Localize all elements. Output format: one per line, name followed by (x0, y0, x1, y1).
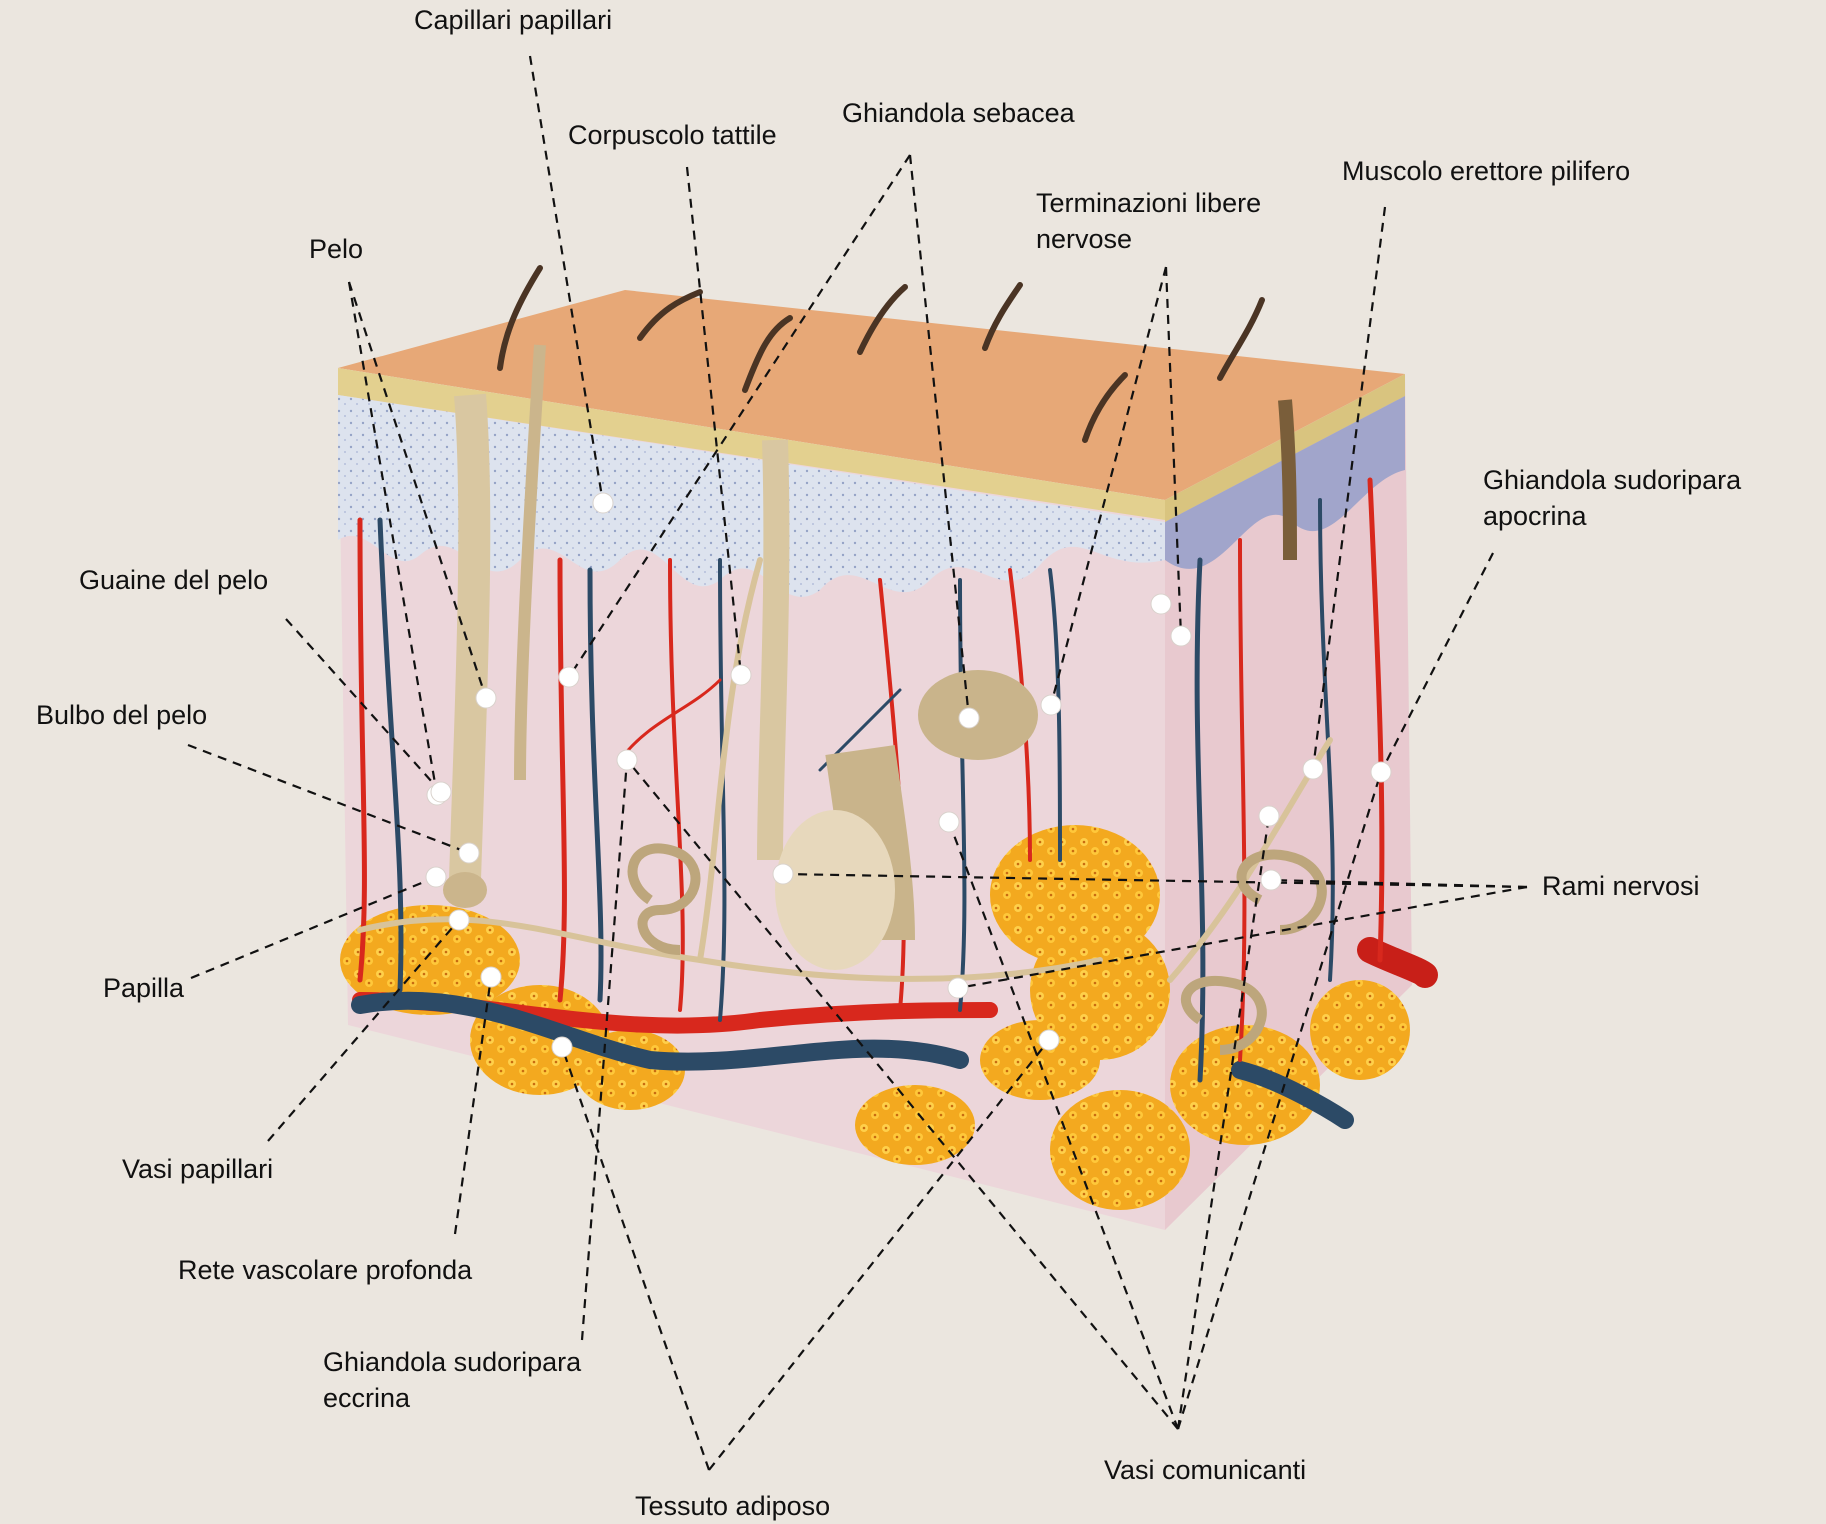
label-pelo: Pelo (309, 231, 363, 267)
marker-dot-1 (593, 493, 613, 513)
marker-dot-18 (481, 967, 501, 987)
marker-dot-17 (449, 910, 469, 930)
marker-dot-12 (459, 843, 479, 863)
marker-dot-23 (1039, 1030, 1059, 1050)
label-vasi-comunicanti: Vasi comunicanti (1104, 1452, 1306, 1488)
label-rete-vascolare: Rete vascolare profonda (178, 1252, 472, 1288)
marker-dot-16 (426, 867, 446, 887)
marker-dot-4 (959, 708, 979, 728)
leader-line-tessuto-adiposo-a (562, 1047, 709, 1470)
label-capillari-papillari: Capillari papillari (414, 2, 612, 38)
marker-dot-24 (1151, 594, 1171, 614)
label-bulbo-del-pelo: Bulbo del pelo (36, 697, 207, 733)
label-ghiandola-sebacea: Ghiandola sebacea (842, 95, 1075, 131)
marker-dot-10 (1371, 762, 1391, 782)
label-muscolo-erettore: Muscolo erettore pilifero (1342, 153, 1630, 189)
marker-dot-3 (559, 667, 579, 687)
label-corpuscolo-tattile: Corpuscolo tattile (568, 117, 777, 153)
skin-block (338, 268, 1425, 1230)
marker-dot-22 (552, 1037, 572, 1057)
marker-dot-5 (1041, 695, 1061, 715)
label-guaine-del-pelo: Guaine del pelo (79, 562, 268, 598)
label-papilla: Papilla (103, 970, 184, 1006)
label-vasi-papillari: Vasi papillari (122, 1151, 273, 1187)
marker-dot-14 (1261, 870, 1281, 890)
marker-dot-6 (1171, 626, 1191, 646)
label-tessuto-adiposo: Tessuto adiposo (635, 1488, 830, 1524)
marker-dot-21 (1259, 806, 1279, 826)
marker-dot-15 (948, 978, 968, 998)
marker-dot-19 (617, 750, 637, 770)
marker-dot-20 (939, 812, 959, 832)
marker-dot-13 (773, 864, 793, 884)
marker-dot-2 (731, 665, 751, 685)
marker-dot-11 (431, 782, 451, 802)
label-rami-nervosi: Rami nervosi (1542, 868, 1700, 904)
marker-dot-8 (476, 688, 496, 708)
marker-dot-7 (1303, 759, 1323, 779)
